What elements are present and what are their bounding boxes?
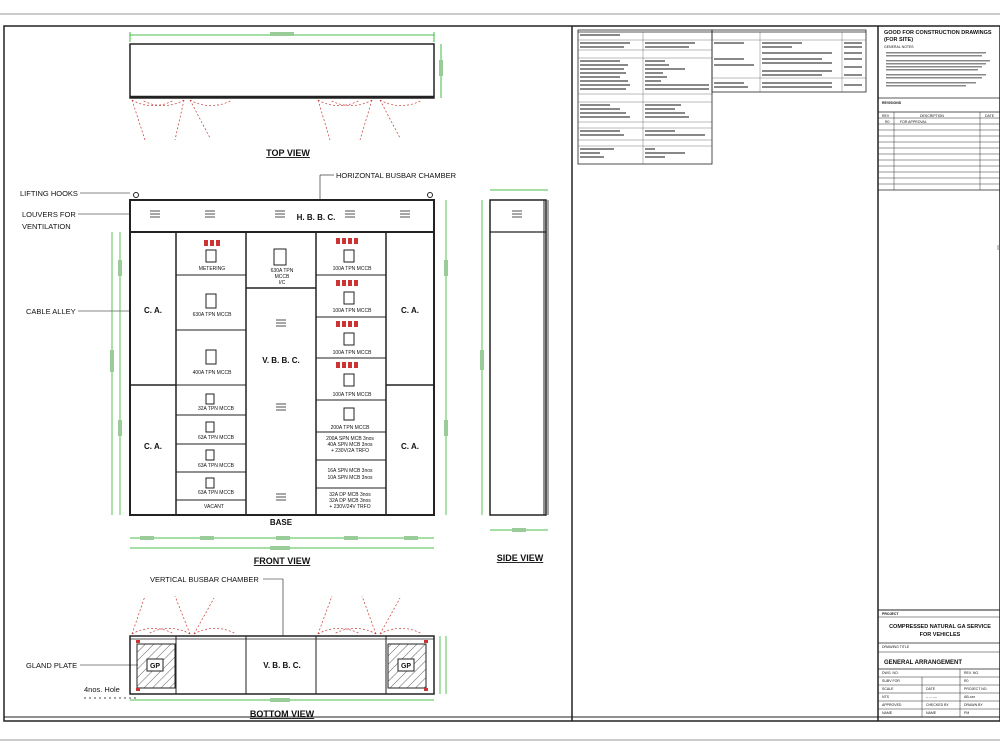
label-ca-top-left: C. A. (144, 306, 162, 315)
top-view-panel (129, 43, 435, 99)
gp-label-left: GP (150, 663, 160, 670)
side-view-title: SIDE VIEW (497, 553, 544, 563)
feeder-right-multi-1b: 40A SPN MCB 3nos (327, 442, 373, 448)
incomer-line-2: MCCB (275, 274, 290, 280)
label-ca-bottom-left: C. A. (144, 442, 162, 451)
tb-drawn-label: DRAWN BY (964, 703, 983, 707)
callout-lifting-hooks: LIFTING HOOKS (20, 189, 78, 198)
callout-gland-plate: GLAND PLATE (26, 661, 77, 670)
label-base: BASE (270, 518, 293, 527)
label-vbbc-bottom: V. B. B. C. (263, 661, 301, 670)
tb-checked-value: NAME (926, 711, 937, 715)
tb-scale-label: SCALE (882, 687, 894, 691)
drawing-title: GENERAL ARRANGEMENT (884, 660, 962, 666)
feeder-right-3: 100A TPN MCCB (333, 350, 372, 356)
label-hbbc: H. B. B. C. (297, 213, 336, 222)
tb-approved-value: NAME (882, 711, 893, 715)
tb-date-value: -- -- ---- (926, 695, 938, 699)
feeder-left-3: 400A TPN MCCB (193, 370, 232, 376)
callout-vbc-chamber: VERTICAL BUSBAR CHAMBER (150, 575, 259, 584)
feeder-right-2: 100A TPN MCCB (333, 308, 372, 314)
incomer: 630A TPN MCCB I/C (271, 248, 294, 286)
rev-header-rev: REV (882, 114, 890, 118)
feeder-left-5: 63A TPN MCCB (198, 435, 235, 441)
tb-drawn-value: PM (964, 711, 969, 715)
project-label: PROJECT (882, 612, 899, 616)
tb-date-label: DATE (926, 687, 936, 691)
callout-holes: 4nos. Hole (84, 685, 120, 694)
feeder-left-4: 32A TPN MCCB (198, 406, 235, 412)
label-vbbc-front: V. B. B. C. (262, 356, 300, 365)
bottom-view-body (129, 635, 435, 695)
label-ca-top-right: C. A. (401, 306, 419, 315)
bottom-view-title: BOTTOM VIEW (250, 709, 315, 719)
tb-approved-label: APPROVED (882, 703, 902, 707)
tb-project-no-value: AB-xxx (964, 695, 975, 699)
side-view-body (489, 199, 547, 516)
louvers-vbbc (276, 319, 286, 501)
feeder-right-1: 100A TPN MCCB (333, 266, 372, 272)
tb-project-no-label: PROJECT NO. (964, 687, 987, 691)
label-ca-bottom-right: C. A. (401, 442, 419, 451)
incomer-line-1: 630A TPN (271, 268, 294, 274)
rev-row-no: R0 (885, 120, 890, 124)
feeder-right-4: 100A TPN MCCB (333, 392, 372, 398)
stamp-line-2: (FOR SITE) (884, 37, 913, 43)
tb-dwg-no-label: DWG. NO. (882, 671, 899, 675)
callout-louvers-1: LOUVERS FOR (22, 210, 76, 219)
top-view-title: TOP VIEW (266, 148, 310, 158)
incomer-line-3: I/C (279, 280, 286, 286)
front-view: H. B. B. C. (110, 192, 448, 566)
drawing-border (3, 25, 1000, 722)
stamp-line-1: GOOD FOR CONSTRUCTION DRAWINGS (884, 30, 992, 36)
feeder-right-multi-1c: + 230V/2A TRFO (331, 448, 369, 454)
feeder-left-2: 630A TPN MCCB (193, 312, 232, 318)
general-notes-label: GENERAL NOTES (884, 45, 914, 49)
bottom-view: VERTICAL BUSBAR CHAMBER GP GP V. B. B. C… (26, 575, 447, 719)
feeder-left-8: VACANT (204, 504, 224, 510)
project-name-1: COMPRESSED NATURAL GA SERVICE (889, 624, 991, 630)
drawing-title-label: DRAWING TITLE (882, 645, 910, 649)
tb-dwg-no-value: SUBV FOR (882, 679, 900, 683)
feeder-right-multi-3c: + 230V/24V TRFO (329, 504, 370, 510)
title-block: GOOD FOR CONSTRUCTION DRAWINGS (FOR SITE… (878, 30, 1000, 717)
louvers-hbbc (150, 210, 410, 218)
rev-header-desc: DESCRIPTION (920, 114, 944, 118)
callout-cable-alley: CABLE ALLEY (26, 307, 76, 316)
feeder-left-6: 63A TPN MCCB (198, 463, 235, 469)
side-view: SIDE VIEW (480, 189, 549, 563)
feeder-right-multi-3a: 32A DP MCB 3nos (329, 492, 371, 498)
project-name-2: FOR VEHICLES (920, 632, 961, 638)
feeder-left-7: 63A TPN MCCB (198, 490, 235, 496)
tb-rev-no-value: R0 (964, 679, 969, 683)
tb-checked-label: CHECKED BY (926, 703, 949, 707)
feeders-left: METERING 630A TPN MCCB 400A TPN MCCB 32A… (193, 240, 235, 510)
feeder-left-1: METERING (199, 266, 226, 272)
tb-scale-value: NTS (882, 695, 890, 699)
feeder-right-6: 200A TPN MCCB (331, 425, 370, 431)
tb-rev-no-label: REV. NO. (964, 671, 979, 675)
callout-louvers-2: VENTILATION (22, 222, 71, 231)
revisions-label: REVISIONS (882, 101, 902, 105)
gp-label-right: GP (401, 663, 411, 670)
rev-header-date: DATE (985, 114, 995, 118)
feeder-right-multi-2b: 10A SPN MCB 3nos (327, 475, 373, 481)
spec-table (577, 29, 867, 165)
feeder-right-multi-1a: 200A SPN MCB 3nos (326, 436, 374, 442)
feeder-right-multi-2a: 16A SPN MCB 3nos (327, 468, 373, 474)
top-view: TOP VIEW (129, 32, 443, 158)
rev-row-desc: FOR APPROVAL (900, 120, 927, 124)
feeders-right: 100A TPN MCCB 100A TPN MCCB 100A TPN MCC… (326, 238, 374, 510)
feeder-right-multi-3b: 32A DP MCB 3nos (329, 498, 371, 504)
front-view-title: FRONT VIEW (254, 556, 311, 566)
callout-hbc: HORIZONTAL BUSBAR CHAMBER (336, 171, 457, 180)
